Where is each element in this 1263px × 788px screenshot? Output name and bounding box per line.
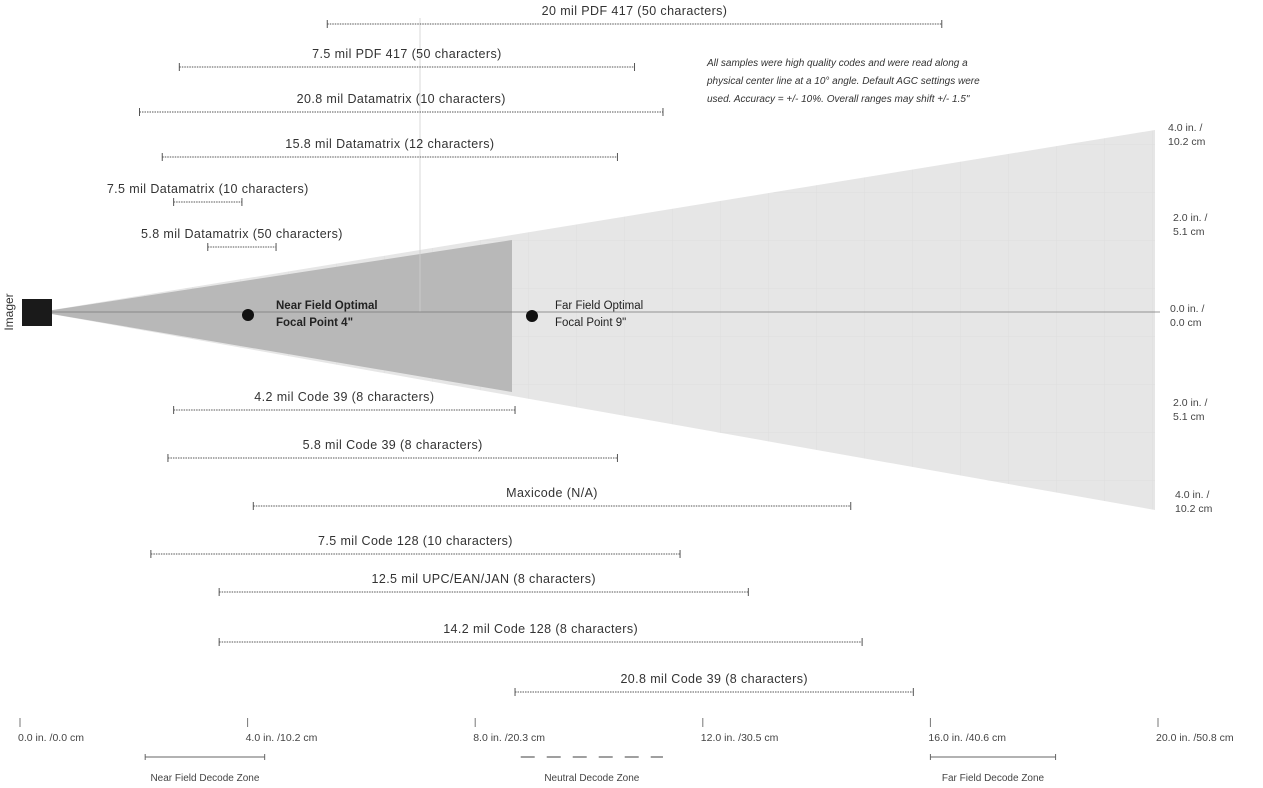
range-label: Maxicode (N/A): [506, 486, 598, 500]
near-field-cone: [40, 240, 512, 392]
range-label: 4.2 mil Code 39 (8 characters): [254, 390, 434, 404]
far-focal-point-marker: [526, 310, 538, 322]
axis-tick-label: 8.0 in. /20.3 cm: [473, 732, 545, 744]
imager-label: Imager: [2, 293, 16, 330]
near-focal-label-line2: Focal Point 4": [276, 317, 353, 329]
axis-tick-label: 4.0 in. /10.2 cm: [246, 732, 318, 744]
side-label-lower-2: 5.1 cm: [1173, 411, 1205, 423]
side-label-center-1: 0.0 in. /: [1170, 303, 1205, 315]
side-label-lower-1: 2.0 in. /: [1173, 397, 1208, 409]
far-focal-label-line1: Far Field Optimal: [555, 300, 643, 312]
range-label: 12.5 mil UPC/EAN/JAN (8 characters): [371, 572, 595, 586]
range-label: 20.8 mil Datamatrix (10 characters): [297, 92, 506, 106]
range-label: 15.8 mil Datamatrix (12 characters): [285, 137, 494, 151]
range-label: 5.8 mil Datamatrix (50 characters): [141, 227, 343, 241]
far-field-cone-grid: [40, 130, 1155, 510]
zone-label: Far Field Decode Zone: [942, 773, 1045, 784]
axis-tick-label: 12.0 in. /30.5 cm: [701, 732, 779, 744]
near-focal-label-line1: Near Field Optimal: [276, 300, 378, 312]
range-label: 7.5 mil Code 128 (10 characters): [318, 534, 513, 548]
zone-label: Near Field Decode Zone: [150, 773, 259, 784]
decode-zones: Near Field Decode Zone Neutral Decode Zon…: [144, 754, 1057, 784]
near-focal-point-marker: [242, 309, 254, 321]
side-label-bottom-2: 10.2 cm: [1175, 503, 1213, 515]
range-label: 20 mil PDF 417 (50 characters): [542, 4, 728, 18]
distance-axis: 0.0 in. /0.0 cm 4.0 in. /10.2 cm 8.0 in. /…: [18, 718, 1234, 744]
range-label: 14.2 mil Code 128 (8 characters): [443, 622, 638, 636]
side-label-bottom-1: 4.0 in. /: [1175, 489, 1210, 501]
far-focal-label-line2: Focal Point 9": [555, 317, 626, 329]
imager-icon: [22, 299, 52, 326]
zone-label: Neutral Decode Zone: [544, 773, 639, 784]
note-line-3: used. Accuracy = +/- 10%. Overall ranges…: [707, 94, 970, 105]
range-label: 5.8 mil Code 39 (8 characters): [303, 438, 483, 452]
range-label: 7.5 mil Datamatrix (10 characters): [107, 182, 309, 196]
axis-tick-label: 20.0 in. /50.8 cm: [1156, 732, 1234, 744]
side-label-top-1: 4.0 in. /: [1168, 122, 1203, 134]
range-label: 20.8 mil Code 39 (8 characters): [620, 672, 807, 686]
side-label-top-2: 10.2 cm: [1168, 136, 1206, 148]
side-label-upper-2: 5.1 cm: [1173, 226, 1205, 238]
axis-tick-label: 16.0 in. /40.6 cm: [928, 732, 1006, 744]
note-line-1: All samples were high quality codes and …: [706, 58, 968, 69]
note-line-2: physical center line at a 10° angle. Def…: [706, 76, 980, 87]
range-bars: 20 mil PDF 417 (50 characters) 7.5 mil PD…: [107, 4, 943, 696]
side-label-center-2: 0.0 cm: [1170, 317, 1202, 329]
side-label-upper-1: 2.0 in. /: [1173, 212, 1208, 224]
range-label: 7.5 mil PDF 417 (50 characters): [312, 47, 502, 61]
axis-tick-label: 0.0 in. /0.0 cm: [18, 732, 84, 744]
